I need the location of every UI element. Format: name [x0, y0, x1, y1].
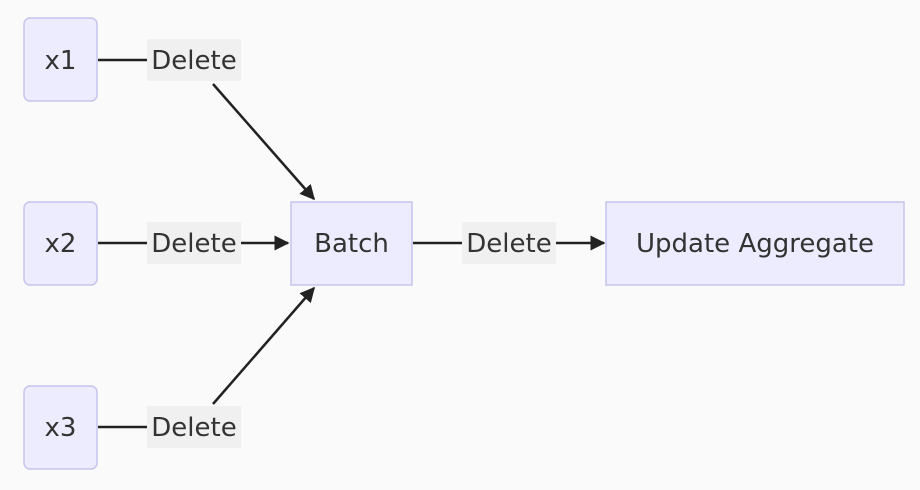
edge-label-x2-text: Delete: [151, 229, 236, 259]
node-x2-label: x2: [45, 229, 77, 259]
node-update-aggregate: Update Aggregate: [605, 201, 905, 286]
edge-label-batch: Delete: [462, 222, 556, 264]
edge-x3-to-batch: [98, 286, 315, 429]
node-update-aggregate-label: Update Aggregate: [636, 229, 874, 259]
edge-label-x1-text: Delete: [151, 46, 236, 76]
edge-label-x3: Delete: [147, 406, 241, 448]
node-x3-label: x3: [45, 413, 77, 443]
node-x1-label: x1: [45, 46, 77, 76]
edge-label-batch-text: Delete: [466, 229, 551, 259]
edge-x1-to-batch: [98, 58, 315, 201]
edge-label-x2: Delete: [147, 222, 241, 264]
edge-label-x1: Delete: [147, 39, 241, 81]
node-batch: Batch: [290, 201, 413, 286]
node-batch-label: Batch: [314, 229, 389, 259]
node-x3: x3: [23, 385, 98, 470]
edge-label-x3-text: Delete: [151, 413, 236, 443]
node-x1: x1: [23, 17, 98, 102]
node-x2: x2: [23, 201, 98, 286]
